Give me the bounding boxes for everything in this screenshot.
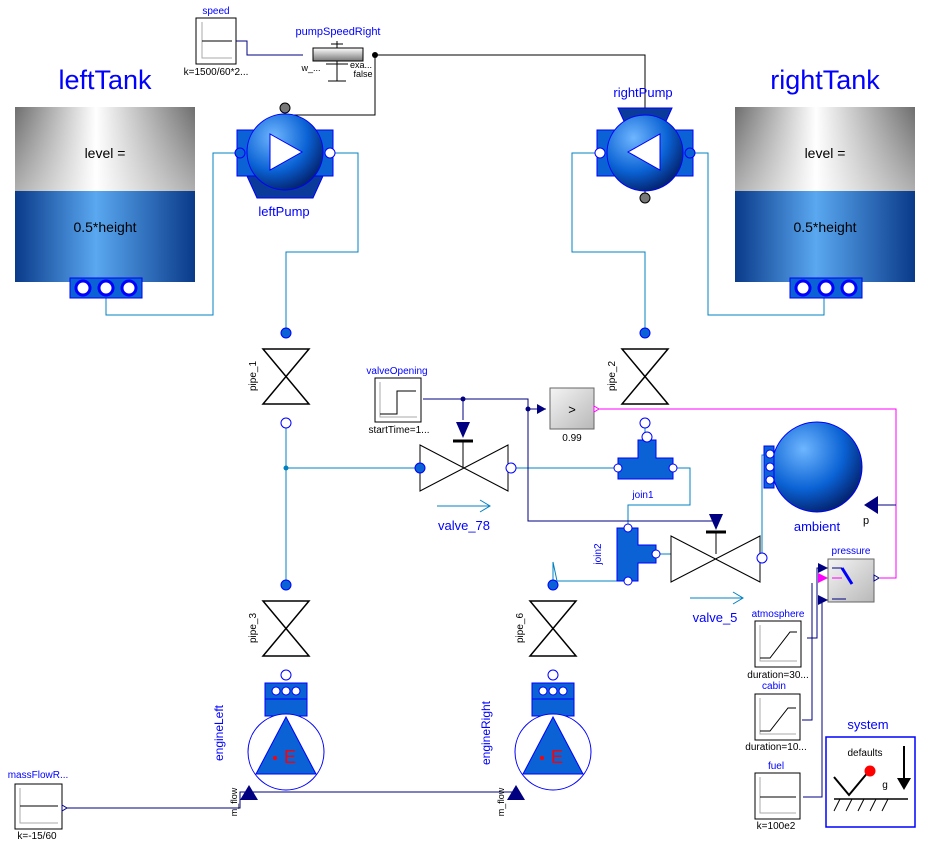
left-pump-outlet[interactable] — [324, 147, 336, 159]
right-tank-level-value: 0.5*height — [793, 219, 856, 235]
join2[interactable]: join2 — [593, 523, 661, 586]
engine-left[interactable]: E engineLeft m_flow — [212, 682, 325, 816]
ambient-port-label: p — [863, 515, 869, 527]
right-pump-outlet[interactable] — [594, 147, 606, 159]
shaft-connections — [284, 54, 646, 198]
valve-5[interactable]: valve_5 — [670, 514, 768, 625]
fluid-connections — [105, 152, 825, 585]
pump-speed-right-param1: w_... — [300, 63, 320, 73]
system-block[interactable]: system defaults g — [825, 717, 916, 828]
valve-78-label: valve_78 — [438, 518, 490, 533]
engine-left-label: engineLeft — [212, 704, 226, 761]
left-pump-inlet[interactable] — [234, 147, 246, 159]
engine-right[interactable]: E engineRight m_flow — [479, 682, 592, 816]
pipe-3[interactable]: pipe_3 — [248, 579, 311, 681]
engine-left-letter: E — [284, 747, 296, 767]
right-pump-inlet[interactable] — [684, 147, 696, 159]
pipe-1-label: pipe_1 — [248, 361, 259, 391]
pipe-2-label: pipe_2 — [607, 361, 618, 391]
valve-5-label: valve_5 — [693, 610, 738, 625]
join1-label: join1 — [631, 490, 654, 501]
pump-speed-right-block[interactable]: pumpSpeedRight w_... exa... false — [295, 26, 381, 82]
ambient-label: ambient — [794, 519, 841, 534]
valve-opening-block[interactable]: valveOpening startTime=1... — [366, 366, 531, 436]
cabin-block[interactable]: cabin duration=10... — [745, 681, 806, 753]
engine-right-letter: E — [551, 747, 563, 767]
fuel-block[interactable]: fuel k=100e2 — [754, 761, 801, 832]
left-tank-title: leftTank — [58, 65, 152, 95]
right-tank-level-label: level = — [805, 145, 846, 161]
right-pump[interactable]: rightPump — [594, 85, 696, 204]
right-pump-label: rightPump — [613, 85, 672, 100]
engine-right-label: engineRight — [479, 700, 493, 765]
pump-speed-right-label: pumpSpeedRight — [295, 26, 380, 38]
fuel-param: k=100e2 — [757, 821, 796, 832]
mass-flow-label: massFlowR... — [8, 770, 69, 781]
atmosphere-param: duration=30... — [747, 670, 808, 681]
valve-opening-param: startTime=1... — [368, 425, 429, 436]
atmosphere-block[interactable]: atmosphere duration=30... — [747, 609, 808, 681]
left-tank[interactable]: leftTank level = 0.5*height — [15, 65, 195, 299]
system-gravity-label: g — [882, 780, 888, 791]
mass-flow-block[interactable]: massFlowR... k=-15/60 — [8, 770, 69, 842]
pressure-switch[interactable]: pressure — [818, 546, 880, 605]
right-tank[interactable]: rightTank level = 0.5*height — [735, 65, 915, 299]
cabin-label: cabin — [762, 681, 786, 692]
speed-label: speed — [202, 6, 229, 17]
pipe-1[interactable]: pipe_1 — [248, 327, 311, 429]
greater-symbol: > — [568, 402, 576, 417]
speed-block[interactable]: speed k=1500/60*2... — [184, 6, 249, 78]
engine-right-port-label: m_flow — [496, 787, 506, 816]
left-tank-port-2[interactable] — [97, 279, 115, 297]
speed-param: k=1500/60*2... — [184, 67, 249, 78]
right-tank-port-1[interactable] — [794, 279, 812, 297]
system-defaults: defaults — [847, 748, 882, 759]
left-tank-level-value: 0.5*height — [73, 219, 136, 235]
right-tank-port-3[interactable] — [840, 279, 858, 297]
system-label: system — [847, 717, 888, 732]
left-pump[interactable]: leftPump — [234, 102, 336, 219]
cabin-param: duration=10... — [745, 742, 806, 753]
pump-speed-right-param3: false — [353, 69, 372, 79]
right-tank-port-2[interactable] — [817, 279, 835, 297]
join1[interactable]: join1 — [613, 431, 678, 501]
left-pump-shaft[interactable] — [279, 102, 291, 114]
join2-label: join2 — [593, 543, 604, 566]
valve-opening-label: valveOpening — [366, 366, 427, 377]
right-pump-shaft[interactable] — [639, 192, 651, 204]
boolean-connection — [596, 408, 897, 579]
atmosphere-label: atmosphere — [752, 609, 805, 620]
fuel-label: fuel — [768, 761, 784, 772]
pipe-6[interactable]: pipe_6 — [515, 579, 578, 681]
greater-threshold-value: 0.99 — [562, 433, 582, 444]
pressure-label: pressure — [832, 546, 871, 557]
pipe-3-label: pipe_3 — [248, 613, 259, 643]
engine-left-port-label: m_flow — [229, 787, 239, 816]
junction-dot — [283, 465, 289, 471]
left-tank-port-1[interactable] — [74, 279, 92, 297]
pipe-6-label: pipe_6 — [515, 613, 526, 643]
left-pump-label: leftPump — [258, 204, 309, 219]
left-tank-port-3[interactable] — [120, 279, 138, 297]
pump-speed-right-param2: exa... — [350, 60, 372, 70]
greater-threshold-block[interactable]: > 0.99 — [537, 387, 600, 444]
ambient-boundary[interactable]: ambient p — [763, 421, 896, 534]
mass-flow-param: k=-15/60 — [17, 831, 57, 842]
right-tank-title: rightTank — [770, 65, 880, 95]
left-tank-level-label: level = — [85, 145, 126, 161]
valve-78[interactable]: valve_78 — [414, 422, 517, 533]
pipe-2[interactable]: pipe_2 — [607, 327, 670, 429]
